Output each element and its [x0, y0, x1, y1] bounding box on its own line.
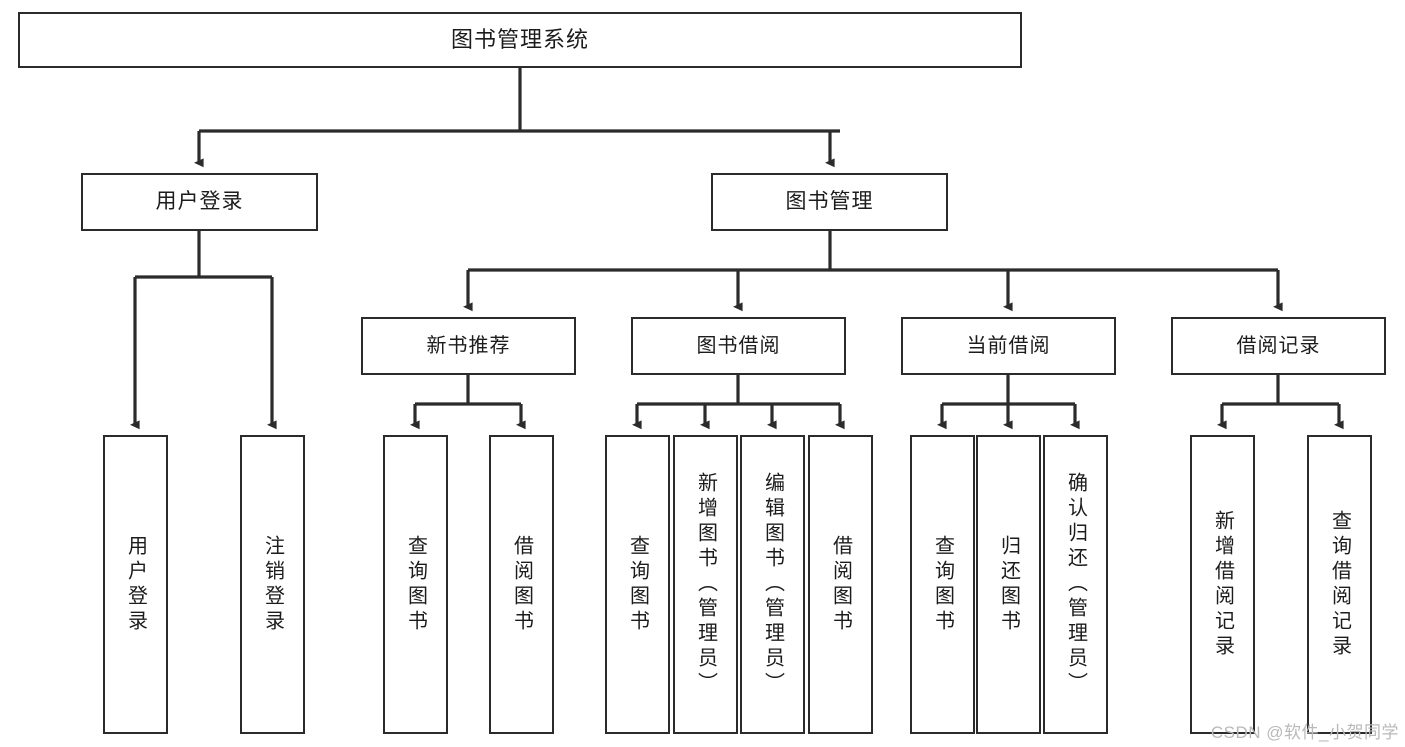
node-label: 编辑图书（管理员）	[761, 472, 784, 697]
node-label: 图书借阅	[696, 334, 781, 357]
node-label: 新书推荐	[426, 334, 511, 357]
node-leaf-query-book-recommend[interactable]: 查询图书	[383, 435, 448, 734]
node-leaf-return-book[interactable]: 归还图书	[976, 435, 1041, 734]
node-label: 查询图书	[626, 534, 649, 635]
node-leaf-user-login[interactable]: 用户登录	[103, 435, 168, 734]
node-label: 用户登录	[124, 534, 147, 635]
node-user-login[interactable]: 用户登录	[81, 173, 318, 231]
node-label: 注销登录	[261, 534, 284, 635]
node-leaf-query-borrow-record[interactable]: 查询借阅记录	[1307, 435, 1372, 734]
node-label: 借阅图书	[829, 534, 852, 635]
node-label: 归还图书	[997, 534, 1020, 635]
node-leaf-query-book-borrow[interactable]: 查询图书	[605, 435, 670, 734]
node-label: 新增借阅记录	[1211, 509, 1234, 660]
node-label: 借阅图书	[510, 534, 533, 635]
node-leaf-borrow-book[interactable]: 借阅图书	[808, 435, 873, 734]
node-current-borrow[interactable]: 当前借阅	[901, 317, 1116, 375]
node-label: 查询图书	[404, 534, 427, 635]
node-label: 用户登录	[155, 189, 244, 213]
node-root-book-management-system[interactable]: 图书管理系统	[18, 12, 1022, 68]
node-label: 图书管理系统	[450, 27, 589, 53]
node-leaf-logout-login[interactable]: 注销登录	[240, 435, 305, 734]
node-new-book-recommend[interactable]: 新书推荐	[361, 317, 576, 375]
node-leaf-edit-book-admin[interactable]: 编辑图书（管理员）	[740, 435, 805, 734]
node-label: 查询图书	[931, 534, 954, 635]
node-leaf-add-book-admin[interactable]: 新增图书（管理员）	[673, 435, 738, 734]
node-label: 图书管理	[785, 189, 874, 213]
node-leaf-query-book-current[interactable]: 查询图书	[910, 435, 975, 734]
node-leaf-confirm-return-admin[interactable]: 确认归还（管理员）	[1043, 435, 1108, 734]
node-borrow-record[interactable]: 借阅记录	[1171, 317, 1386, 375]
node-label: 确认归还（管理员）	[1064, 472, 1087, 697]
node-leaf-add-borrow-record[interactable]: 新增借阅记录	[1190, 435, 1255, 734]
node-book-management[interactable]: 图书管理	[711, 173, 948, 231]
node-label: 查询借阅记录	[1328, 509, 1351, 660]
node-label: 新增图书（管理员）	[694, 472, 717, 697]
node-book-borrow[interactable]: 图书借阅	[631, 317, 846, 375]
node-leaf-borrow-book-recommend[interactable]: 借阅图书	[489, 435, 554, 734]
node-label: 当前借阅	[966, 334, 1051, 357]
node-label: 借阅记录	[1236, 334, 1321, 357]
